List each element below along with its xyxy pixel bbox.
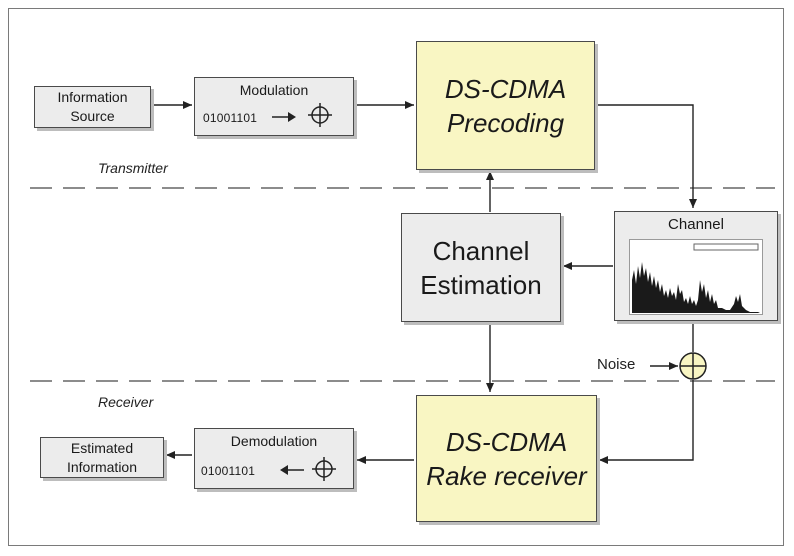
information-source-line2: Source	[70, 108, 115, 124]
rake-line1: DS-CDMA	[445, 426, 568, 457]
adder-icon	[679, 352, 707, 380]
estimated-information-block: Estimated Information	[40, 437, 164, 478]
ds-cdma-precoding-block: DS-CDMA Precoding	[416, 41, 595, 170]
modulation-title: Modulation	[239, 82, 309, 98]
information-source-line1: Information	[57, 89, 128, 105]
precoding-line1: DS-CDMA	[444, 73, 567, 104]
constellation-icon	[312, 457, 336, 481]
noise-label: Noise	[597, 356, 636, 373]
channel-estimation-block: Channel Estimation	[401, 213, 561, 322]
channel-block: Channel	[614, 211, 778, 321]
estimated-information-line1: Estimated	[70, 439, 134, 456]
channel-impulse-response-icon	[629, 239, 763, 315]
information-source-block: Information Source	[34, 86, 151, 128]
arrow-right-icon	[272, 112, 296, 122]
constellation-icon	[308, 103, 332, 127]
receiver-label: Receiver	[98, 394, 154, 410]
estimated-information-line2: Information	[66, 458, 138, 475]
arrow-adder-to-rake	[599, 380, 694, 464]
arrow-precoding-to-channel	[597, 104, 697, 208]
channel-estimation-line2: Estimation	[420, 269, 542, 300]
ds-cdma-rake-receiver-block: DS-CDMA Rake receiver	[416, 395, 597, 522]
demodulation-title: Demodulation	[230, 433, 318, 449]
transmitter-label: Transmitter	[98, 160, 168, 176]
precoding-line2: Precoding	[446, 107, 565, 138]
arrow-left-icon	[280, 465, 304, 475]
channel-title: Channel	[668, 216, 724, 233]
modulation-bits: 01001101	[203, 111, 258, 125]
demodulation-block: Demodulation 01001101	[194, 428, 354, 489]
demodulation-bits: 01001101	[201, 464, 256, 478]
rake-line2: Rake receiver	[426, 460, 587, 491]
channel-estimation-line1: Channel	[432, 235, 530, 266]
modulation-block: Modulation 01001101	[194, 77, 354, 136]
